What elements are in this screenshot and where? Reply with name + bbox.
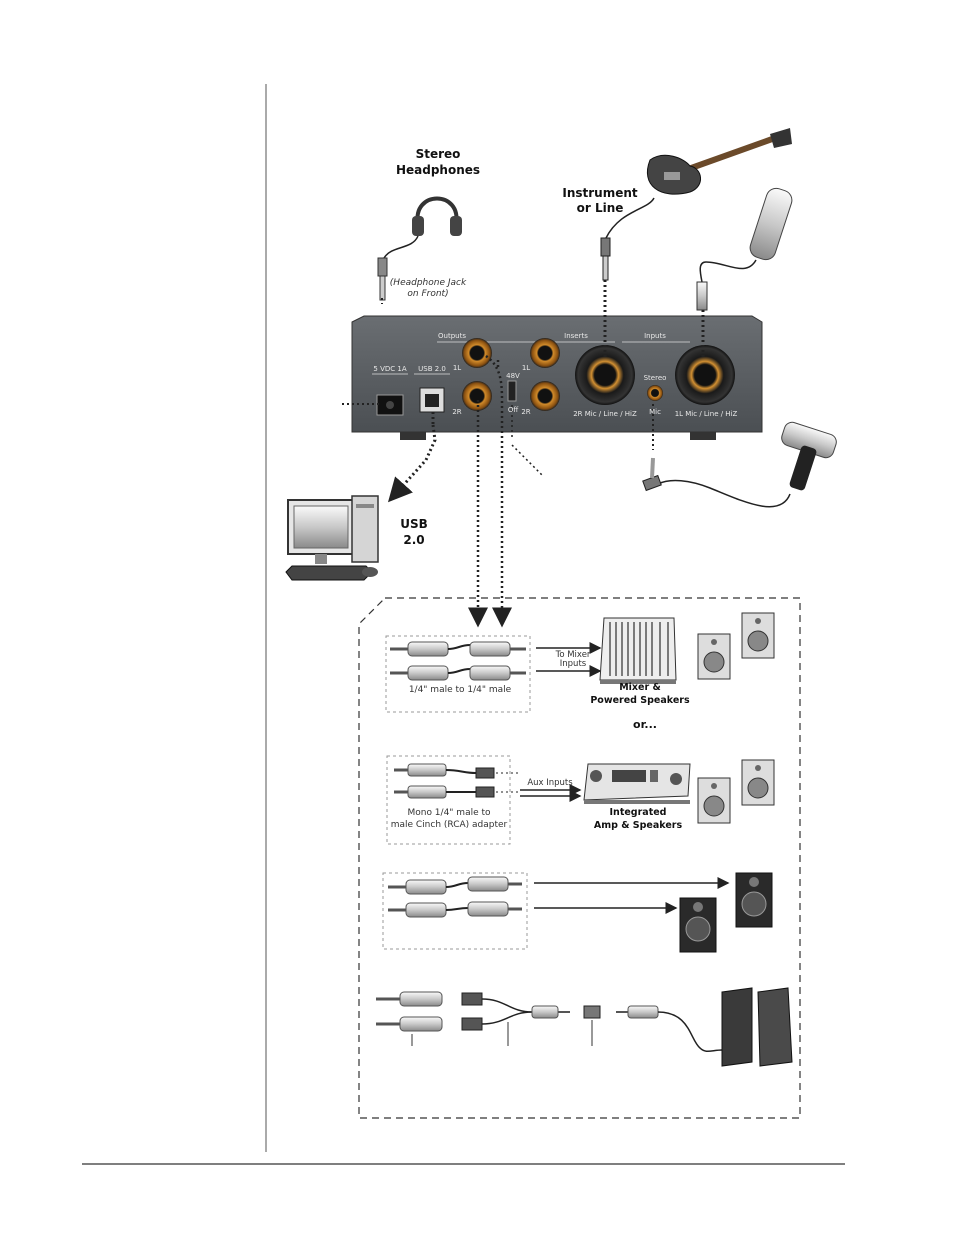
rca-caption-1: Mono 1/4" male to	[407, 808, 491, 818]
rca-cable-box	[386, 755, 511, 845]
panel-ins-2r-label: 2R	[521, 408, 530, 416]
panel-off-label: Off	[508, 406, 519, 414]
aux-inputs-label: Aux Inputs	[527, 778, 573, 788]
instrument-title-1: Instrument	[562, 186, 638, 200]
amp-title-2: Amp & Speakers	[594, 820, 683, 831]
stereo-mic-jack	[647, 385, 663, 401]
mixer-cable-caption: 1/4" male to 1/4" male	[409, 685, 512, 695]
mixer-cable-box	[385, 635, 531, 713]
mixer-illustration	[599, 617, 677, 684]
panel-inserts-label: Inserts	[564, 332, 588, 340]
headphones-illustration	[377, 196, 462, 301]
panel-usb-label: USB 2.0	[418, 365, 446, 373]
output-options-frame	[358, 597, 801, 1119]
panel-mic-label: Mic	[649, 408, 661, 416]
headphones-title-2: Headphones	[396, 163, 480, 177]
panel-48v-label: 48V	[506, 372, 520, 380]
instrument-title-2: or Line	[577, 201, 624, 215]
dotted-connections	[342, 280, 705, 628]
output-2r-jack	[462, 381, 492, 411]
or-label: or...	[633, 718, 657, 731]
option-computer-speakers	[376, 987, 793, 1067]
audio-interface-panel	[351, 315, 763, 440]
headphone-note-1: (Headphone Jack	[390, 278, 467, 288]
output-1l-jack	[462, 338, 492, 368]
computer-illustration	[285, 495, 379, 581]
powered-speaker-illustration	[697, 612, 775, 680]
rca-adapter-pair	[394, 763, 495, 799]
bass-guitar-illustration	[600, 128, 792, 281]
usb-title-1: USB	[400, 517, 428, 531]
panel-combo-2r-label: 2R Mic / Line / HiZ	[573, 410, 637, 418]
panel-out-1l-label: 1L	[453, 364, 461, 372]
to-mixer-label-2: Inputs	[560, 659, 587, 669]
panel-out-2r-label: 2R	[452, 408, 461, 416]
amp-speaker-illustration	[697, 759, 775, 824]
panel-ins-1l-label: 1L	[522, 364, 530, 372]
option-amp	[386, 755, 775, 845]
mixer-title-2: Powered Speakers	[590, 695, 690, 706]
panel-outputs-label: Outputs	[438, 332, 466, 340]
insert-1l-jack	[530, 338, 560, 368]
panel-stereo-label: Stereo	[644, 374, 667, 382]
studio-monitor-illustration	[679, 872, 773, 953]
to-mixer-label-1: To Mixer	[555, 650, 591, 660]
amp-title-1: Integrated	[610, 807, 667, 818]
microphone-illustration	[696, 187, 793, 311]
integrated-amp-illustration	[583, 763, 691, 804]
usb-title-2: 2.0	[403, 533, 424, 547]
combo-2r-jack	[575, 345, 635, 405]
headphones-title-1: Stereo	[416, 147, 461, 161]
mixer-title-1: Mixer &	[619, 682, 661, 693]
panel-inputs-label: Inputs	[644, 332, 666, 340]
rca-caption-2: male Cinch (RCA) adapter	[391, 820, 508, 830]
option-mixer	[385, 612, 775, 713]
computer-speakers-illustration	[721, 987, 793, 1067]
combo-1l-jack	[675, 345, 735, 405]
option-monitors	[382, 872, 773, 953]
panel-combo-1l-label: 1L Mic / Line / HiZ	[675, 410, 738, 418]
headphone-note-2: on Front)	[407, 289, 448, 299]
monitor-cable-box	[382, 872, 528, 950]
panel-power-label: 5 VDC 1A	[373, 365, 406, 373]
stereo-microphone-illustration	[642, 421, 837, 508]
insert-2r-jack	[530, 381, 560, 411]
trs-cable-pair	[390, 641, 526, 681]
phantom-switch	[507, 380, 517, 402]
